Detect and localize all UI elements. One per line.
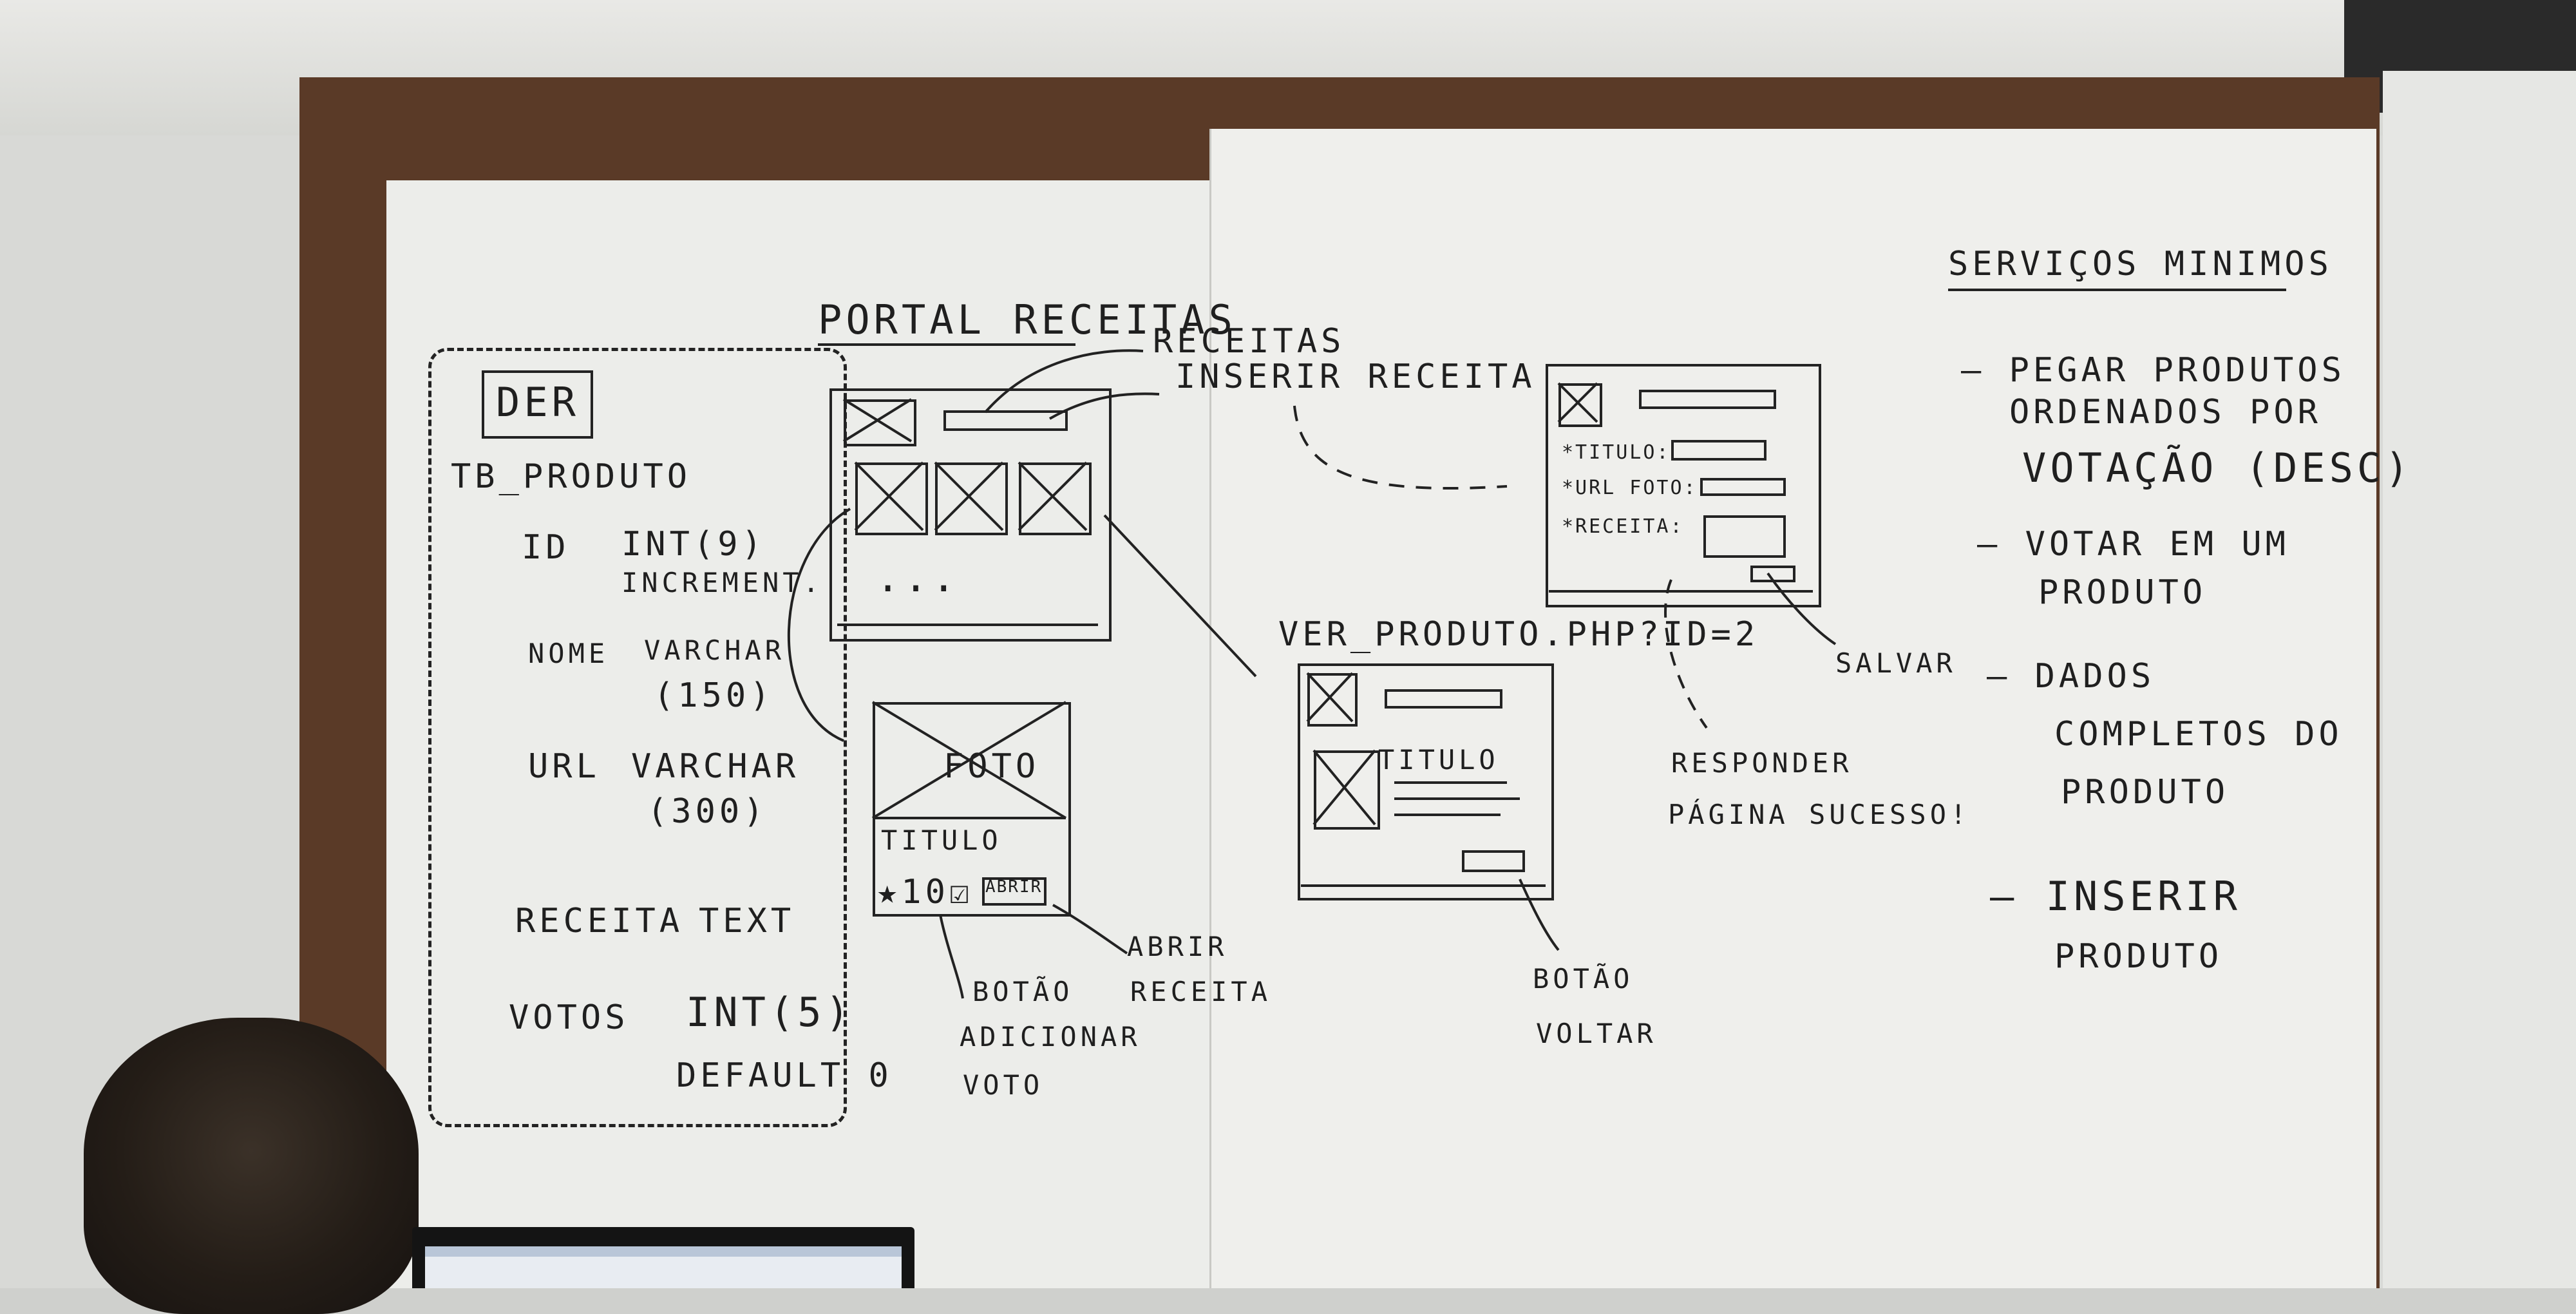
der-label-box xyxy=(482,370,593,439)
grid-ellipsis: ... xyxy=(876,554,960,601)
note-vote-line: BOTÃO xyxy=(972,976,1074,1007)
laptop-browser-bar xyxy=(425,1246,902,1257)
servico-line: ORDENADOS POR xyxy=(2009,393,2322,432)
servico-line: PRODUTO xyxy=(2054,937,2223,976)
form-input-placeholder xyxy=(1700,478,1786,496)
form-field-label: *RECEITA: xyxy=(1562,515,1684,538)
der-field-type: INT(9) xyxy=(621,525,766,564)
servico-line: PRODUTO xyxy=(2038,573,2207,612)
der-field-type: TEXT xyxy=(699,902,795,940)
laptop xyxy=(412,1227,914,1288)
note-salvar: SALVAR xyxy=(1835,647,1956,679)
der-label: DER xyxy=(496,379,580,426)
card-abrir-button xyxy=(982,877,1046,906)
menu-link-inserir: INSERIR RECEITA xyxy=(1175,357,1536,396)
note-vote-line: ADICIONAR xyxy=(960,1021,1141,1052)
note-open-line: ABRIR xyxy=(1127,931,1228,962)
form-field-label: *TITULO: xyxy=(1562,441,1671,464)
card-foto-label: FOTO xyxy=(943,747,1040,786)
servicos-title: SERVIÇOS MINIMOS xyxy=(1948,245,2333,283)
der-field-name: RECEITA xyxy=(515,902,684,940)
menu-placeholder xyxy=(943,410,1068,431)
der-field-extra: (150) xyxy=(654,676,774,715)
note-form-line: PÁGINA SUCESSO! xyxy=(1668,799,1971,830)
form-save-button xyxy=(1750,566,1795,582)
whiteboard-right-panel xyxy=(1211,129,2376,1288)
servico-line: VOTAÇÃO (DESC) xyxy=(2022,444,2413,491)
detail-menu-placeholder xyxy=(1385,689,1502,709)
note-vote-line: VOTO xyxy=(963,1069,1044,1101)
servico-line: — DADOS xyxy=(1987,657,2155,696)
form-textarea-placeholder xyxy=(1703,515,1786,558)
card-titulo: TITULO xyxy=(881,824,1002,856)
card-abrir-label: ABRIR xyxy=(985,877,1043,897)
adjacent-board xyxy=(2383,71,2576,1288)
servico-line: — INSERIR xyxy=(1990,873,2241,920)
thumb-placeholder xyxy=(1019,462,1092,535)
form-menu-placeholder xyxy=(1639,390,1776,409)
der-field-extra: DEFAULT 0 xyxy=(676,1056,893,1095)
form-input-placeholder xyxy=(1671,440,1766,461)
servico-line: — VOTAR EM UM xyxy=(1977,525,2289,564)
viewer-head xyxy=(84,1018,419,1314)
der-field-extra: (300) xyxy=(647,792,768,831)
menu-link-receitas: RECEITAS xyxy=(1153,322,1345,361)
der-field-name: URL xyxy=(528,747,600,786)
detail-titulo: TITULO xyxy=(1378,744,1499,776)
logo-placeholder xyxy=(844,399,916,446)
note-form-line: RESPONDER xyxy=(1671,747,1853,779)
card-votes: ★10☑ xyxy=(877,873,974,911)
der-field-extra: INCREMENT. xyxy=(621,567,823,598)
der-field-name: ID xyxy=(522,528,570,567)
detail-logo-placeholder xyxy=(1307,673,1358,727)
detail-back-button xyxy=(1462,850,1525,872)
servico-line: — PEGAR PRODUTOS xyxy=(1961,351,2345,390)
note-back-line: VOLTAR xyxy=(1536,1018,1657,1049)
der-field-name: NOME xyxy=(528,638,609,669)
detail-photo-placeholder xyxy=(1314,750,1380,830)
der-field-type: VARCHAR xyxy=(631,747,800,786)
portal-title: PORTAL RECEITAS xyxy=(818,296,1236,343)
form-logo-placeholder xyxy=(1558,383,1602,427)
der-field-type: INT(5) xyxy=(686,989,853,1036)
detail-wireframe xyxy=(1298,663,1554,900)
note-back-line: BOTÃO xyxy=(1533,963,1634,995)
servico-line: COMPLETOS DO xyxy=(2054,715,2343,754)
der-table-name: TB_PRODUTO xyxy=(451,457,692,496)
der-field-name: VOTOS xyxy=(509,998,629,1037)
form-field-label: *URL FOTO: xyxy=(1562,477,1698,499)
thumb-placeholder xyxy=(855,462,928,535)
ver-produto-url: VER_PRODUTO.PHP?ID=2 xyxy=(1278,615,1759,654)
servico-line: PRODUTO xyxy=(2061,773,2230,812)
whiteboard-seam xyxy=(1209,129,1211,1288)
der-field-type: VARCHAR xyxy=(644,634,786,666)
note-open-line: RECEITA xyxy=(1130,976,1272,1007)
thumb-placeholder xyxy=(935,462,1008,535)
